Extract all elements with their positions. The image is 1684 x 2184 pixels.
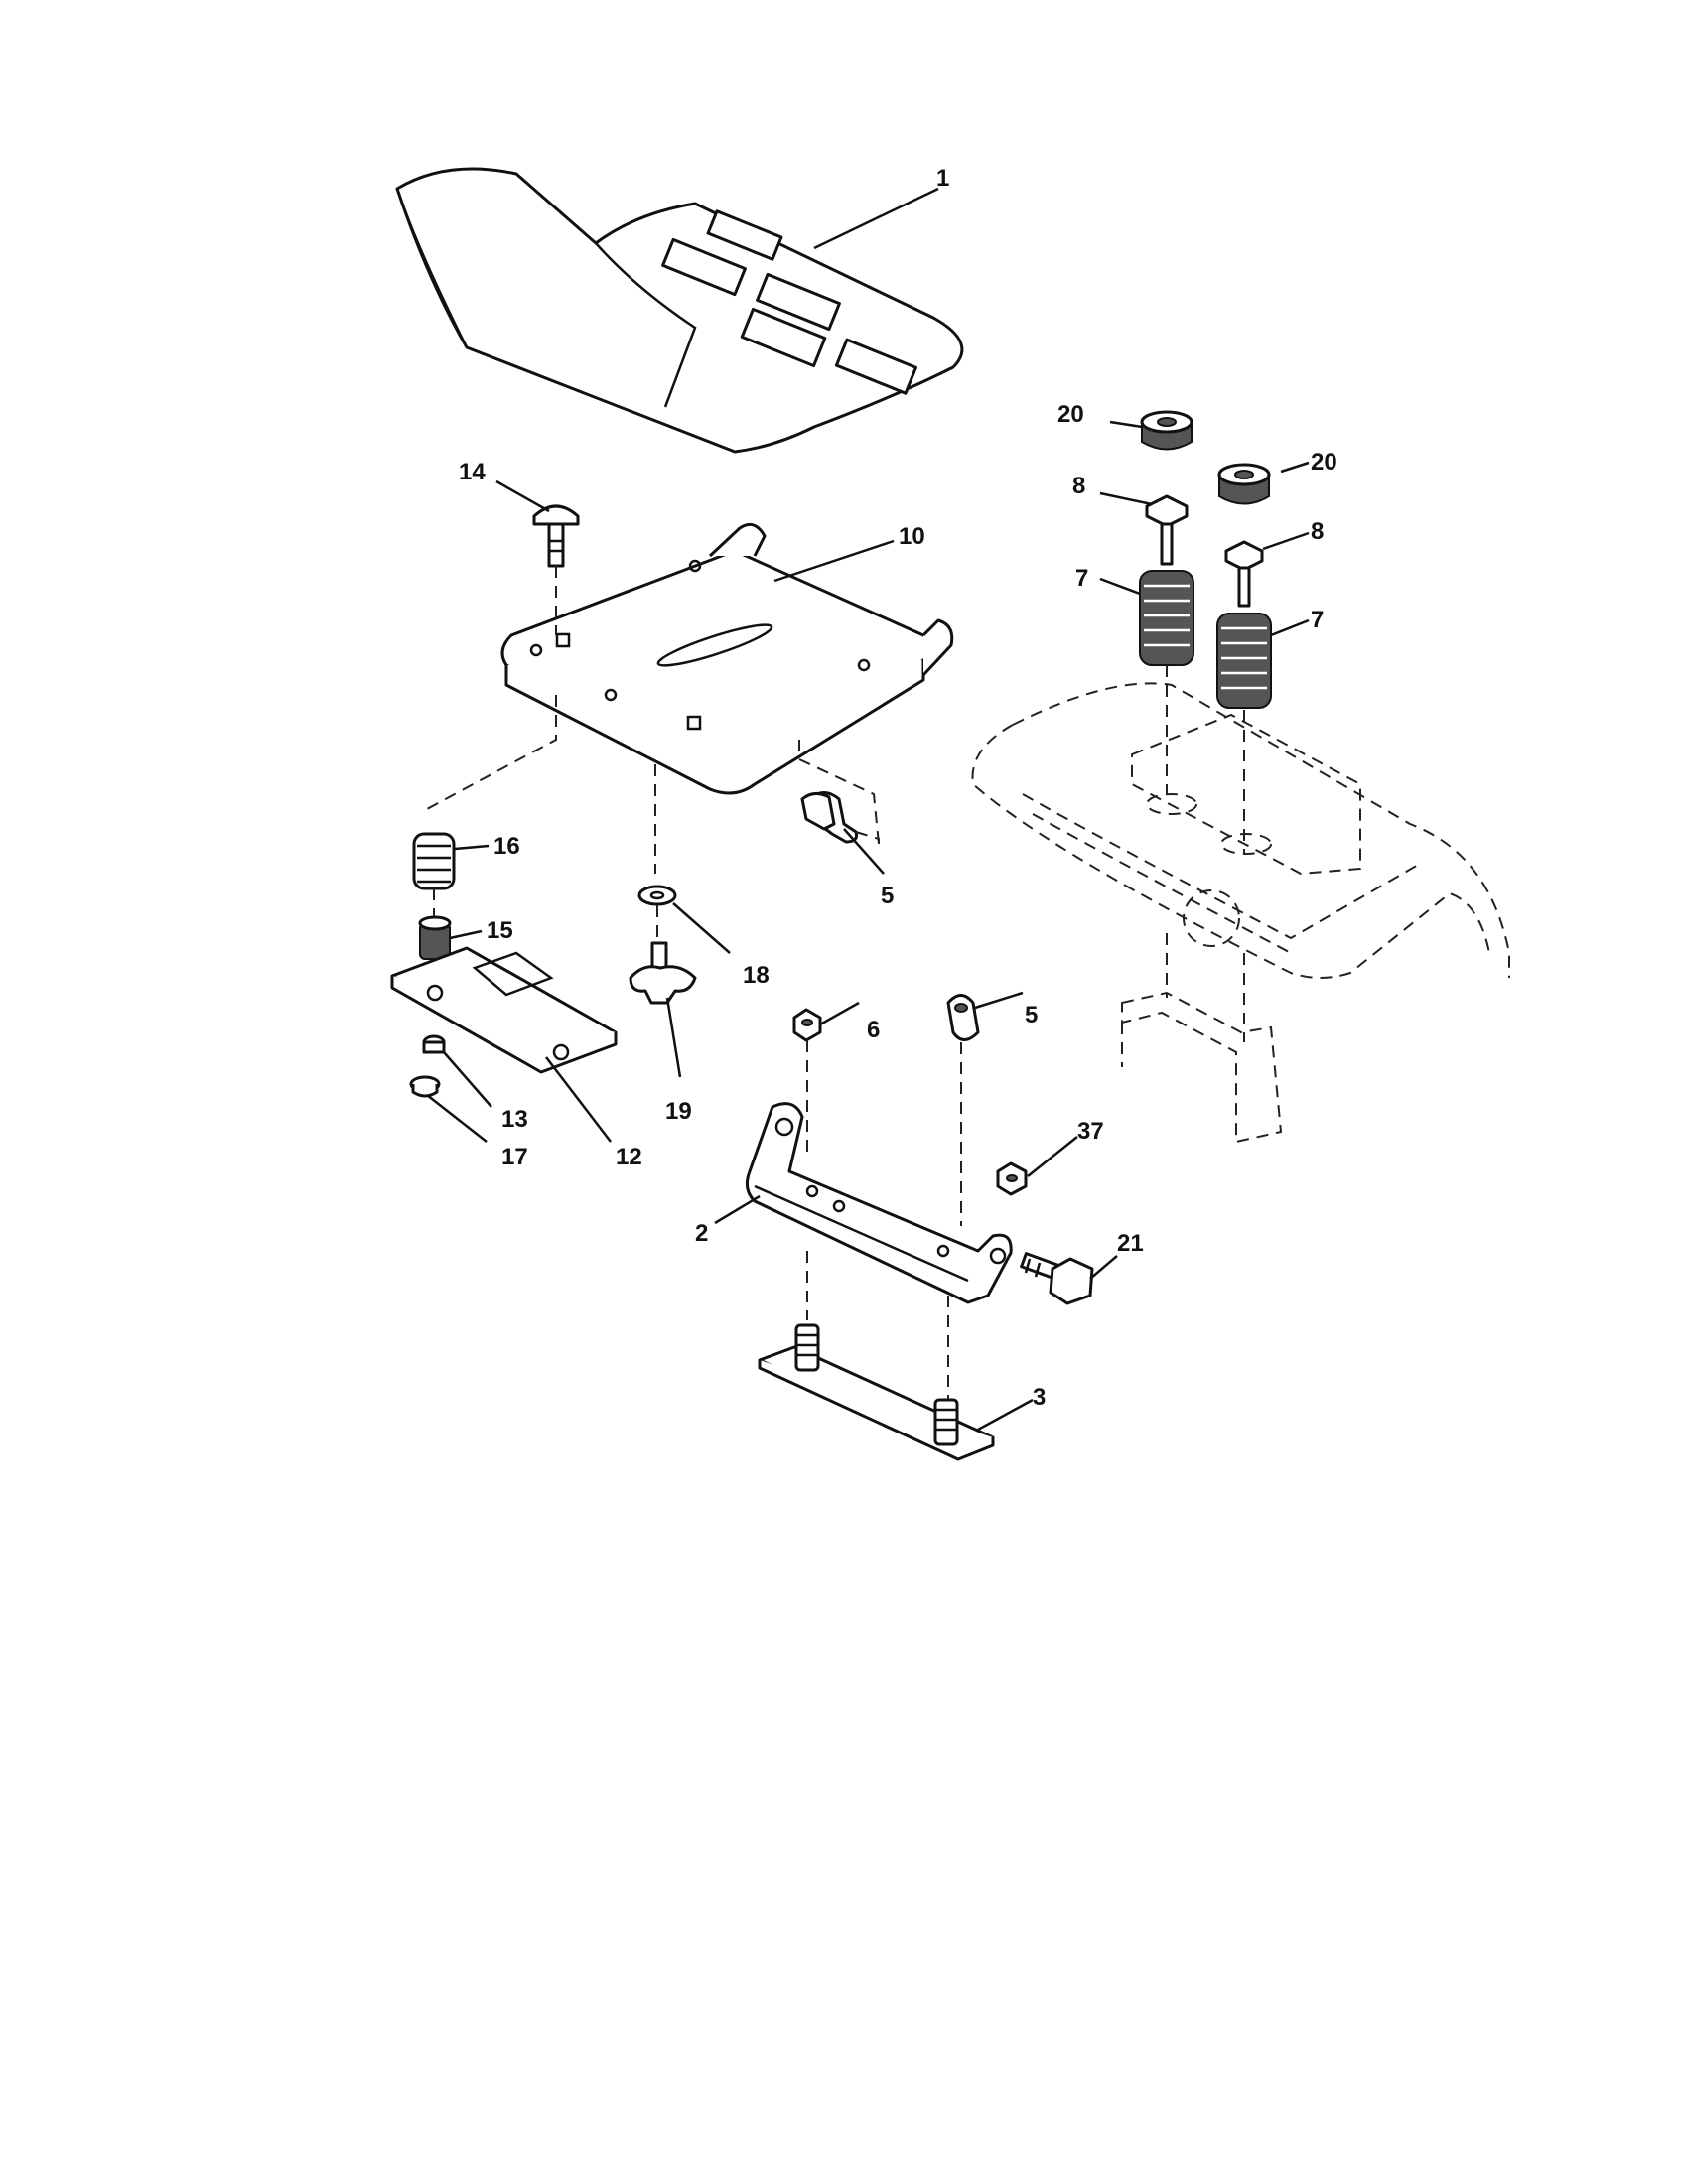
seat-pan	[500, 522, 954, 795]
hex-nut	[996, 1161, 1028, 1196]
callout-15: 15	[487, 917, 513, 944]
carriage-bolt	[532, 504, 580, 568]
callout-6: 6	[867, 1017, 880, 1043]
callout-labels: 1 20 20 14 10 8 8 7 7 16 5 15 18 6 5 19 …	[459, 165, 1337, 1411]
callout-13: 13	[501, 1106, 528, 1133]
shoulder-bolt	[1020, 1252, 1094, 1305]
spacer-small	[418, 915, 452, 960]
callout-5a: 5	[881, 883, 894, 909]
adjustment-knob	[629, 941, 697, 1005]
clip-seat-pan	[800, 792, 836, 831]
callout-21: 21	[1117, 1230, 1144, 1257]
callout-19: 19	[665, 1098, 692, 1125]
hinge-bracket	[745, 1102, 1013, 1304]
leader-lines	[426, 187, 1310, 1432]
callout-7a: 7	[1075, 565, 1088, 592]
spacer-right	[1217, 463, 1271, 505]
lock-nut	[792, 1008, 822, 1042]
callout-18: 18	[743, 962, 770, 989]
callout-14: 14	[459, 459, 486, 485]
mounting-plate	[758, 1323, 995, 1461]
tractor-frame-outline	[971, 682, 1510, 1144]
callout-8b: 8	[1311, 518, 1324, 545]
callout-12: 12	[616, 1144, 642, 1170]
seat	[395, 167, 964, 454]
spring-left	[1139, 570, 1194, 666]
clip-lower	[946, 994, 980, 1041]
slide-rail	[390, 946, 618, 1074]
bolt-right	[1224, 540, 1264, 608]
callout-5b: 5	[1025, 1002, 1038, 1028]
callout-16: 16	[493, 833, 520, 860]
callout-10: 10	[899, 523, 925, 550]
callout-20b: 20	[1311, 449, 1337, 476]
callout-17: 17	[501, 1144, 528, 1170]
bolt-left	[1145, 494, 1189, 566]
callout-2: 2	[695, 1220, 708, 1247]
callout-1: 1	[936, 165, 949, 192]
callout-20a: 20	[1057, 401, 1084, 428]
spacer-left	[1140, 410, 1193, 451]
callout-37: 37	[1077, 1118, 1104, 1145]
flange-nut-17	[409, 1075, 441, 1098]
callout-3: 3	[1033, 1384, 1046, 1411]
spring-right	[1216, 613, 1272, 709]
spring-small	[412, 832, 456, 890]
callout-7b: 7	[1311, 607, 1324, 633]
washer	[637, 885, 677, 906]
callout-8a: 8	[1072, 473, 1085, 499]
nut-13	[422, 1034, 446, 1054]
